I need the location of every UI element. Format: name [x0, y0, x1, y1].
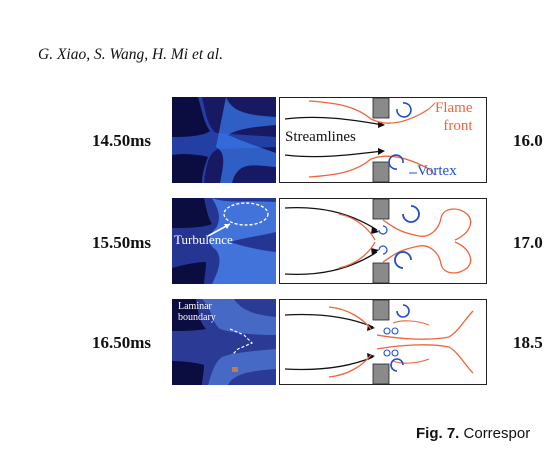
flow-diagram-1: Streamlines Flame front Vortex — [279, 97, 487, 183]
vortex-icon — [388, 154, 404, 170]
vortex-label: Vortex — [417, 163, 457, 179]
vortex-icon — [390, 358, 404, 372]
time-label-right-row-2: 17.0 — [513, 233, 543, 252]
author-line: G. Xiao, S. Wang, H. Mi et al. — [38, 46, 223, 63]
time-label-right-row-3: 18.5 — [513, 333, 543, 352]
vortex-icon — [394, 251, 412, 269]
flame-front-label: Flame front — [435, 100, 473, 134]
streamlines-label: Streamlines — [285, 129, 356, 145]
flow-diagram-1-svg — [279, 97, 487, 183]
flow-diagram-3 — [279, 299, 487, 385]
flame-photo-2: Turbulence — [172, 198, 276, 284]
flame-photo-1 — [172, 97, 276, 183]
vortex-icon — [378, 245, 388, 255]
figure-caption-label: Fig. 7. — [416, 425, 460, 442]
time-label-row-1: 14.50ms — [92, 131, 152, 150]
flow-diagram-3-svg — [279, 299, 487, 385]
figure-caption-text: Correspor — [463, 425, 531, 442]
flame-photo-3: Laminar boundary — [172, 299, 276, 385]
laminar-label: Laminar boundary — [178, 301, 216, 323]
figure-caption: Fig. 7. Correspor — [416, 425, 530, 442]
vortex-icon — [396, 102, 412, 118]
time-label-row-2: 15.50ms — [92, 233, 152, 252]
vortex-icon — [402, 205, 420, 223]
time-label-right-row-1: 16.0 — [513, 131, 543, 150]
flow-diagram-2-svg — [279, 198, 487, 284]
vortex-icon — [378, 225, 388, 235]
flow-diagram-2 — [279, 198, 487, 284]
time-label-row-3: 16.50ms — [92, 333, 152, 352]
vortex-icon — [396, 304, 410, 318]
turbulence-label: Turbulence — [174, 232, 233, 247]
